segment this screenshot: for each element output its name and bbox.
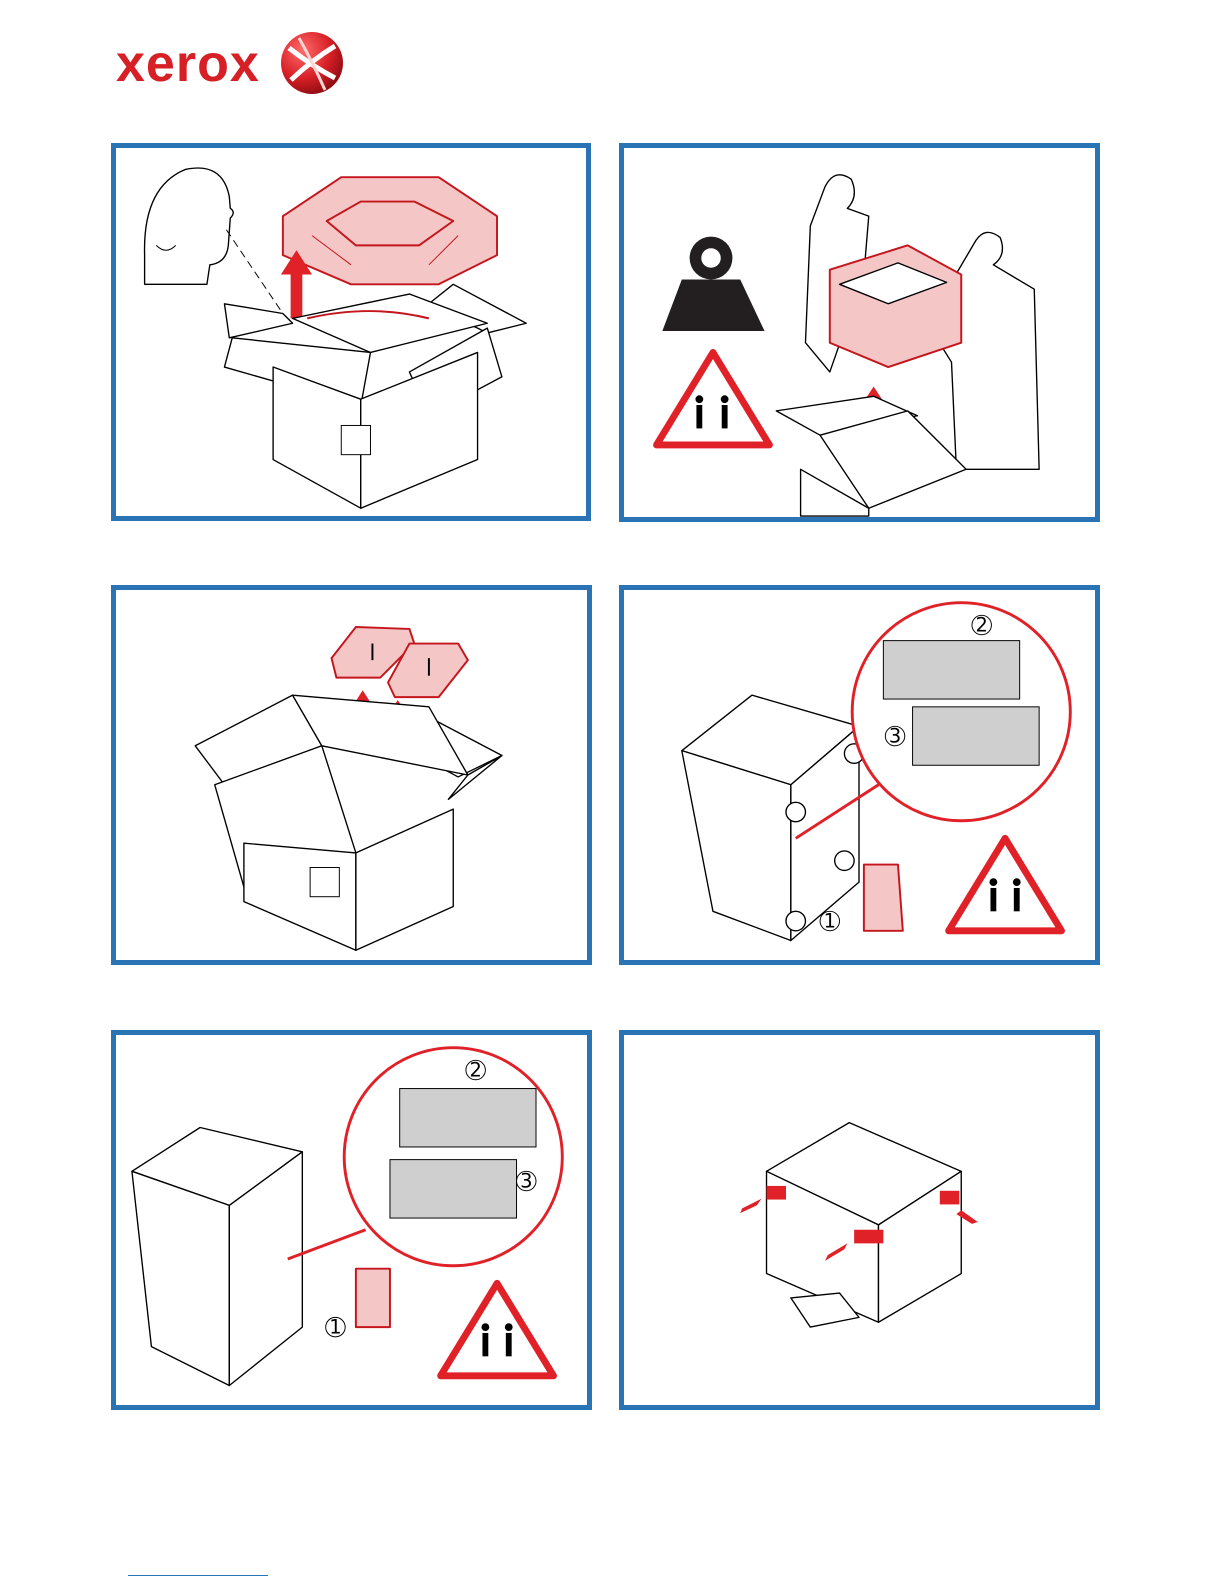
callout-2: 2 — [469, 1059, 481, 1082]
foam-packing-icon — [283, 177, 497, 284]
callout-1: 1 — [824, 910, 836, 933]
logo-wordmark: xerox — [116, 34, 260, 94]
two-person-lift-warning-icon — [441, 1283, 554, 1376]
callout-2: 2 — [976, 614, 988, 637]
footer-rule — [128, 1575, 268, 1576]
xerox-logo: xerox — [116, 30, 356, 100]
callout-3: 3 — [889, 725, 901, 748]
weight-icon — [662, 237, 764, 331]
step-remove-cover-panel-right: 2 3 1 — [619, 585, 1100, 965]
callout-3: 3 — [520, 1170, 532, 1193]
zoom-detail-icon — [288, 1048, 563, 1266]
step-remove-shipping-tape — [619, 1030, 1100, 1410]
two-person-lift-warning-icon — [949, 838, 1062, 930]
step-remove-accessory-packs — [111, 585, 592, 965]
step-remove-foam-insert — [111, 143, 591, 521]
two-person-lift-warning-icon — [657, 352, 770, 444]
cabinet-icon — [682, 695, 864, 940]
accessory-pack-icon — [332, 627, 468, 697]
cabinet-icon — [767, 1123, 962, 1327]
person-head-icon — [145, 168, 283, 314]
callout-1: 1 — [329, 1316, 341, 1339]
xerox-globe-icon — [279, 30, 345, 96]
box-icon — [776, 396, 966, 516]
box-icon — [195, 695, 502, 950]
step-remove-cover-panel-left: 2 3 1 — [111, 1030, 592, 1410]
step-lift-unit-from-box — [619, 143, 1100, 522]
cabinet-icon — [132, 1128, 302, 1386]
box-icon — [224, 284, 526, 508]
